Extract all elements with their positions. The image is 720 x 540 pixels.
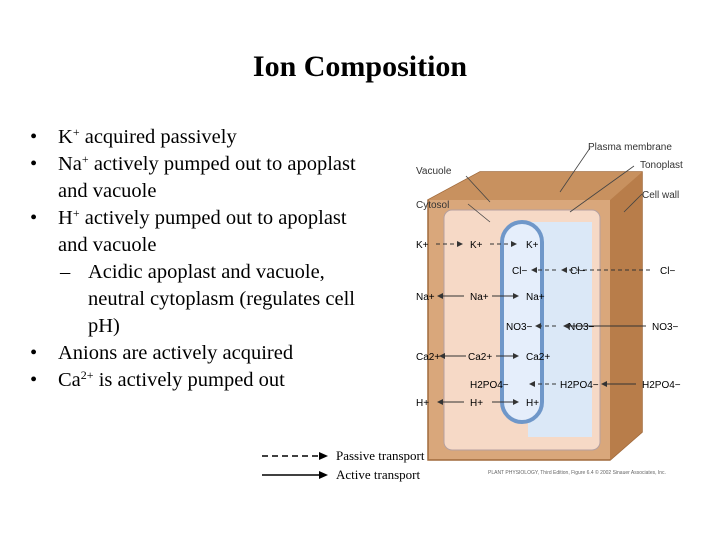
na-row: Na+ Na+ Na+ (416, 292, 545, 303)
bullet-dot: • (30, 207, 38, 229)
cell-ion-transport-diagram: Plasma membrane Tonoplast Vacuole Cell w… (416, 142, 683, 476)
ion-no3-cytosol: NO3− (506, 322, 533, 333)
k-row: K+ K+ K+ (416, 240, 539, 251)
figure-credit: PLANT PHYSIOLOGY, Third Edition, Figure … (488, 469, 666, 476)
bullet-potassium: •K+ acquired passively (28, 124, 418, 151)
bullet-dot: • (30, 369, 38, 391)
ion-h2po4-vacuole: H2PO4− (560, 380, 599, 391)
h2po4-row: H2PO4− H2PO4− H2PO4− (470, 380, 681, 391)
ion-k-cytosol: K+ (470, 240, 483, 251)
cell-wall-side (610, 172, 642, 460)
ion-na-cytosol: Na+ (470, 292, 489, 303)
sub-bullet-dash: – (60, 261, 71, 283)
cl-row: Cl− Cl− Cl− (512, 266, 675, 277)
ion-k-outside: K+ (416, 240, 429, 251)
bullet-calcium: •Ca2+ is actively pumped out (28, 367, 418, 394)
ion-h2po4-cytosol: H2PO4− (470, 380, 509, 391)
cytosol-pointer (467, 203, 491, 223)
no3-row: NO3− NO3− NO3− (506, 322, 679, 333)
tonoplast-label: Tonoplast (640, 160, 683, 171)
ion-h-outside: H+ (416, 398, 429, 409)
ion-h2po4-outside: H2PO4− (642, 380, 681, 391)
cytosol-label: Cytosol (416, 200, 449, 211)
bullet-anions: •Anions are actively acquired (28, 340, 418, 367)
ion-na-outside: Na+ (416, 292, 435, 303)
ca-row: Ca2+ Ca2+ Ca2+ (416, 352, 550, 363)
bullet-dot: • (30, 126, 38, 148)
solid-arrow-icon (262, 470, 328, 479)
vacuole-label: Vacuole (416, 166, 452, 177)
bullet-dot: • (30, 153, 38, 175)
bullet-list: •K+ acquired passively •Na+ actively pum… (28, 124, 418, 394)
cell-wall-label: Cell wall (642, 190, 679, 201)
ion-cl-cytosol: Cl− (512, 266, 527, 277)
ion-k-vacuole: K+ (526, 240, 539, 251)
ion-no3-outside: NO3− (652, 322, 679, 333)
vacuole-pointer (465, 175, 491, 203)
legend-active: Active transport (262, 465, 424, 484)
ion-h-cytosol: H+ (470, 398, 483, 409)
ion-ca-outside: Ca2+ (416, 352, 440, 363)
tonoplast-pointer (569, 165, 635, 213)
cell-wall-top (428, 172, 642, 200)
ion-ca-cytosol: Ca2+ (468, 352, 492, 363)
legend-passive: Passive transport (262, 446, 424, 465)
plasma-membrane-pointer (559, 147, 591, 193)
slide-title: Ion Composition (252, 50, 468, 83)
transport-legend: Passive transport Active transport (262, 446, 424, 484)
plasma-membrane-label: Plasma membrane (588, 142, 672, 153)
ion-na-vacuole: Na+ (526, 292, 545, 303)
cell-wall-pointer (623, 193, 643, 213)
sub-bullet-acidity: –Acidic apoplast and vacuole,neutral cyt… (60, 261, 355, 337)
legend-active-label: Active transport (336, 466, 421, 482)
h-row: H+ H+ H+ (416, 398, 539, 409)
ion-cl-outside: Cl− (660, 266, 675, 277)
bullet-dot: • (30, 342, 38, 364)
ion-ca-vacuole: Ca2+ (526, 352, 550, 363)
dashed-arrow-icon (262, 451, 328, 460)
ion-h-vacuole: H+ (526, 398, 539, 409)
ion-cl-vacuole: Cl− (570, 266, 585, 277)
ion-no3-vacuole: NO3− (568, 322, 595, 333)
legend-passive-label: Passive transport (336, 447, 425, 463)
